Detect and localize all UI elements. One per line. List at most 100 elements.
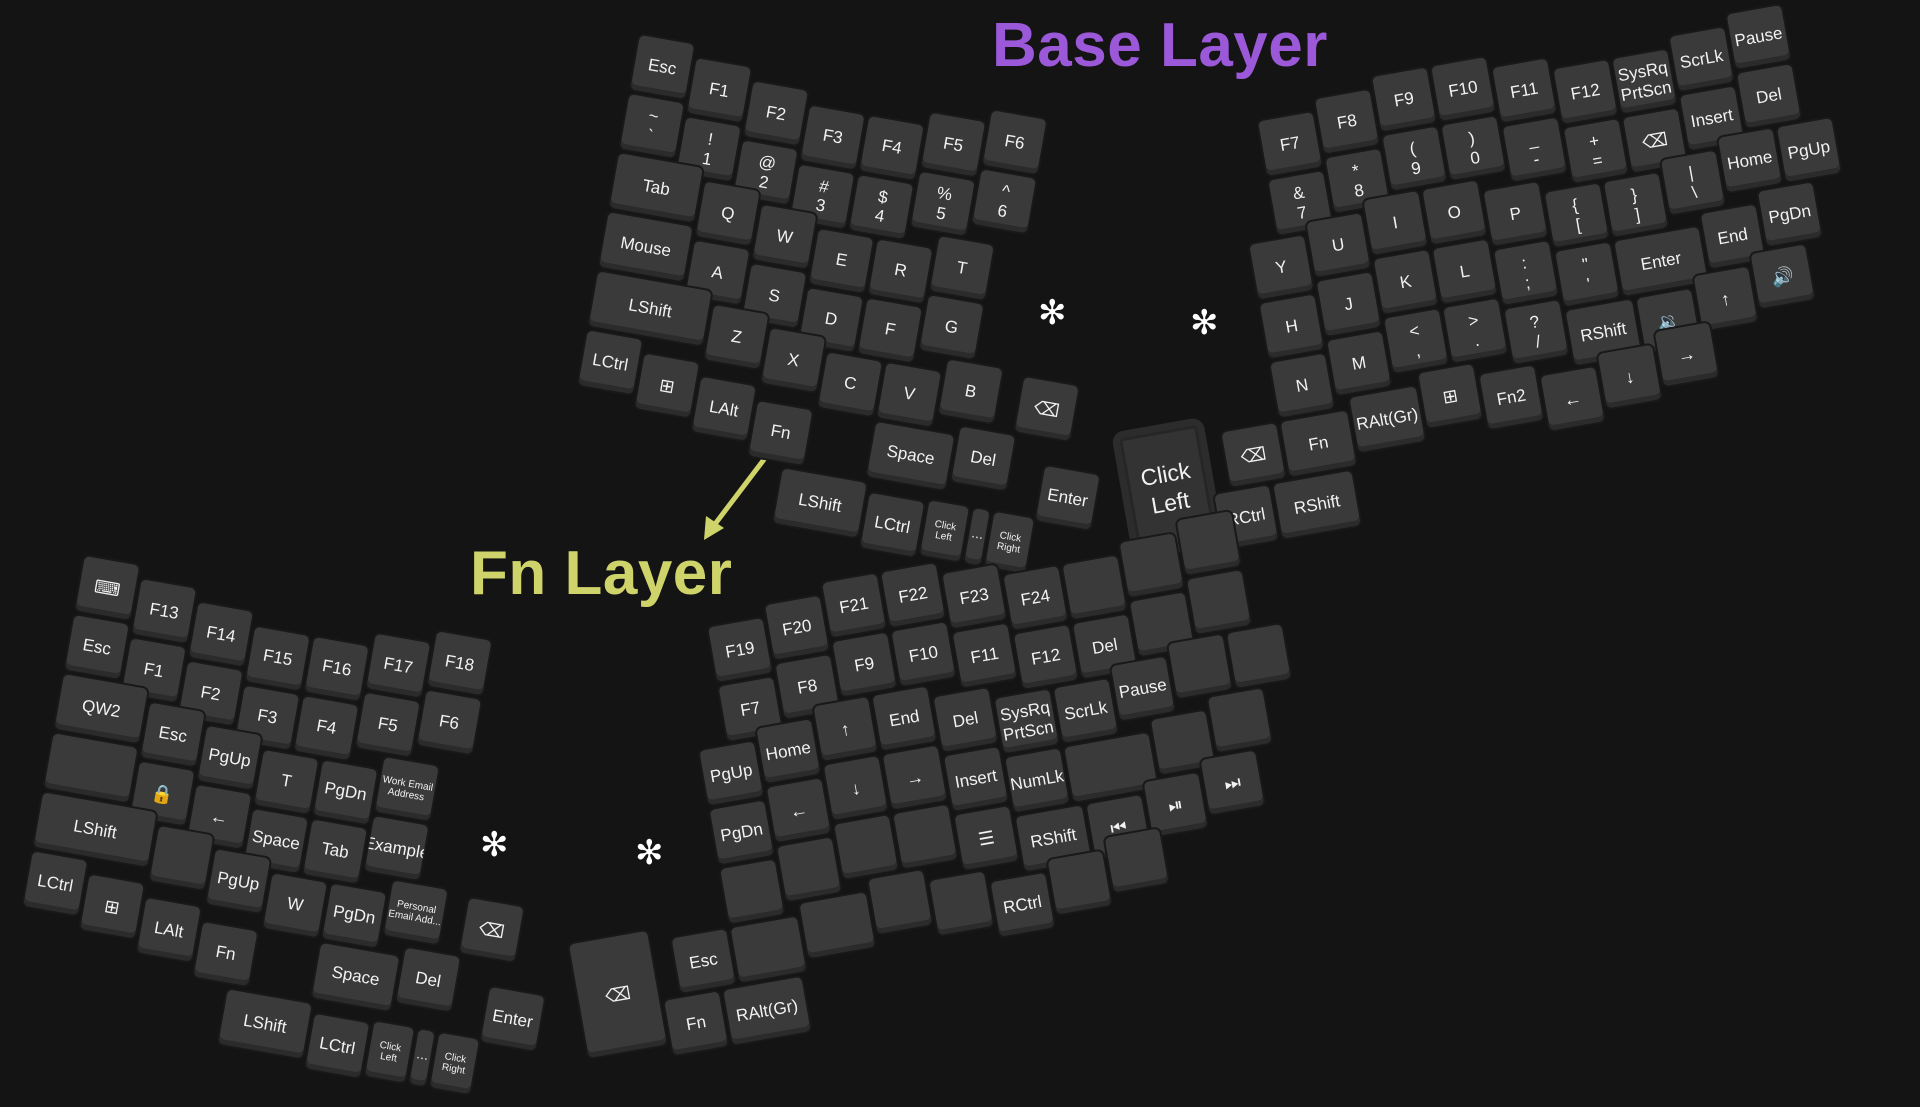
key-f4[interactable]: F4 (859, 115, 924, 180)
key-f12[interactable]: F12 (1553, 59, 1618, 124)
key-b[interactable]: B (938, 359, 1003, 424)
key-example[interactable]: Example (364, 816, 429, 881)
key-f2[interactable]: F2 (744, 81, 808, 146)
key-w[interactable]: W (752, 205, 817, 269)
key-t[interactable]: T (254, 749, 319, 814)
key-f11[interactable]: F11 (952, 623, 1017, 688)
key-blank[interactable] (777, 837, 841, 902)
key-arrow-up[interactable]: ↑ (813, 696, 878, 761)
key-pause[interactable]: Pause (1110, 656, 1175, 721)
key-x[interactable]: X (761, 328, 826, 393)
key-blank[interactable] (1187, 570, 1251, 634)
key-symbol[interactable]: } ] (1603, 172, 1668, 237)
key-k[interactable]: K (1373, 250, 1438, 314)
key-arrow-down[interactable]: ↓ (823, 756, 888, 820)
key-pgdn[interactable]: PgDn (322, 883, 387, 948)
key-home[interactable]: Home (756, 719, 821, 783)
key-home[interactable]: Home (1717, 128, 1782, 193)
key-fn[interactable]: Fn (748, 400, 813, 465)
key-f13[interactable]: F13 (132, 579, 196, 644)
key-arrow-down[interactable]: ↓ (1597, 344, 1662, 409)
key-9[interactable]: ( 9 (1382, 126, 1447, 191)
key-sysrq-prtscn[interactable]: SysRq PrtScn (1612, 49, 1677, 114)
key-lctrl[interactable]: LCtrl (860, 492, 925, 557)
key-j[interactable]: J (1316, 272, 1381, 337)
key-q[interactable]: Q (695, 181, 760, 246)
key-f6[interactable]: F6 (982, 110, 1047, 175)
key-work-email-address[interactable]: Work Email Address (375, 757, 439, 822)
key-f19[interactable]: F19 (708, 618, 772, 682)
key-f20[interactable]: F20 (765, 595, 829, 660)
key-esc[interactable]: Esc (630, 35, 695, 99)
key-g[interactable]: G (919, 295, 984, 360)
key-4[interactable]: $ 4 (849, 174, 914, 239)
key-6[interactable]: ^ 6 (972, 169, 1036, 234)
key-f1[interactable]: F1 (687, 58, 751, 123)
key-blank[interactable] (1167, 634, 1232, 699)
key-windows[interactable]: ⊞ (80, 874, 144, 939)
key-f8[interactable]: F8 (1315, 89, 1379, 154)
key-blank[interactable] (149, 826, 214, 890)
key-backspace[interactable]: ⌫ (1221, 423, 1286, 487)
key-o[interactable]: O (1422, 180, 1487, 245)
key-blank[interactable] (834, 815, 898, 879)
key-z[interactable]: Z (704, 305, 769, 369)
key-blank[interactable] (720, 859, 784, 924)
key-lctrl[interactable]: LCtrl (23, 851, 88, 916)
key-blank[interactable] (1176, 511, 1241, 575)
key-fn[interactable]: Fn (664, 991, 728, 1056)
key-f11[interactable]: F11 (1492, 58, 1557, 123)
key-f23[interactable]: F23 (942, 564, 1007, 629)
key-blank[interactable] (929, 871, 994, 936)
key-v[interactable]: V (877, 362, 942, 427)
key-esc[interactable]: Esc (140, 702, 205, 767)
key-0[interactable]: ) 0 (1441, 116, 1506, 180)
key-esc[interactable]: Esc (65, 615, 129, 679)
key-windows[interactable]: ⊞ (635, 353, 699, 418)
key-personal-email-add[interactable]: Personal Email Add... (383, 880, 448, 945)
key-e[interactable]: E (809, 228, 874, 293)
key-c[interactable]: C (818, 352, 882, 416)
key-f5[interactable]: F5 (921, 113, 986, 177)
key-symbol[interactable]: | \ (1660, 150, 1725, 215)
key-f17[interactable]: F17 (366, 634, 431, 698)
key-f16[interactable]: F16 (304, 636, 369, 701)
key-next-track[interactable]: ⏭ (1200, 750, 1265, 815)
key-arrow-left[interactable]: ← (766, 778, 831, 843)
key-w[interactable]: W (263, 873, 327, 937)
key-blank[interactable] (1227, 624, 1291, 688)
key-pgup[interactable]: PgUp (206, 849, 271, 914)
key-arrow-up[interactable]: ↑ (1693, 266, 1758, 331)
key-backspace[interactable]: ⌫ (459, 897, 524, 962)
key-arrow-right[interactable]: → (882, 745, 947, 810)
key-pgdn[interactable]: PgDn (313, 760, 378, 824)
key-pgup[interactable]: PgUp (197, 726, 262, 790)
key-scrlk[interactable]: ScrLk (1669, 27, 1734, 92)
key-enter[interactable]: Enter (1035, 465, 1100, 530)
key-fn[interactable]: Fn (1280, 410, 1357, 477)
key-n[interactable]: N (1270, 353, 1334, 418)
key-r[interactable]: R (868, 239, 933, 303)
key-f15[interactable]: F15 (245, 626, 310, 690)
key-arrow-right[interactable]: → (1654, 322, 1719, 387)
key-blank[interactable] (1047, 850, 1112, 915)
key-p[interactable]: P (1483, 181, 1548, 246)
key-lctrl[interactable]: LCtrl (305, 1013, 370, 1078)
key-f9[interactable]: F9 (832, 632, 897, 697)
key-f12[interactable]: F12 (1013, 625, 1078, 689)
key-f5[interactable]: F5 (355, 693, 420, 757)
key-ralt-gr[interactable]: RAlt(Gr) (1349, 386, 1425, 453)
key-symbol[interactable]: < , (1384, 309, 1448, 373)
key-pause[interactable]: Pause (1726, 5, 1791, 69)
key-blank[interactable] (1207, 688, 1272, 753)
key-blank[interactable] (893, 804, 958, 869)
key-scrlk[interactable]: ScrLk (1053, 678, 1118, 743)
key-blank[interactable] (1062, 555, 1127, 620)
key-f7[interactable]: F7 (1258, 112, 1322, 176)
key-pgdn[interactable]: PgDn (1757, 182, 1822, 247)
key-del[interactable]: Del (951, 426, 1016, 491)
key-del[interactable]: Del (396, 947, 461, 1012)
key-del[interactable]: Del (933, 687, 998, 752)
key-f10[interactable]: F10 (1431, 57, 1495, 121)
key-rctrl[interactable]: RCtrl (990, 872, 1055, 937)
